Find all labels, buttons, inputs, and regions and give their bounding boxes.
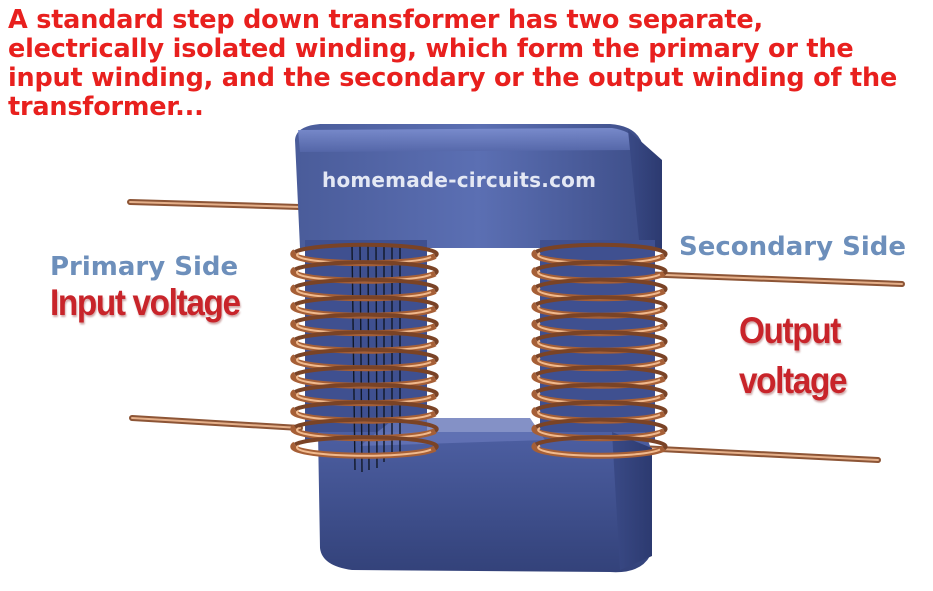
output-voltage-label-line2: voltage bbox=[739, 360, 847, 401]
coil-turn bbox=[290, 435, 439, 459]
caption-text: A standard step down transformer has two… bbox=[8, 5, 898, 122]
secondary-coil bbox=[531, 242, 668, 459]
input-voltage-label: Input voltage bbox=[50, 282, 241, 323]
primary-coil bbox=[290, 242, 439, 459]
watermark-text: homemade-circuits.com bbox=[322, 168, 597, 192]
lead-wires bbox=[127, 199, 905, 463]
secondary-side-label: Secondary Side bbox=[679, 232, 907, 262]
coil-turn bbox=[531, 435, 668, 459]
output-voltage-label-line1: Output bbox=[739, 310, 841, 351]
primary-side-label: Primary Side bbox=[50, 252, 239, 282]
